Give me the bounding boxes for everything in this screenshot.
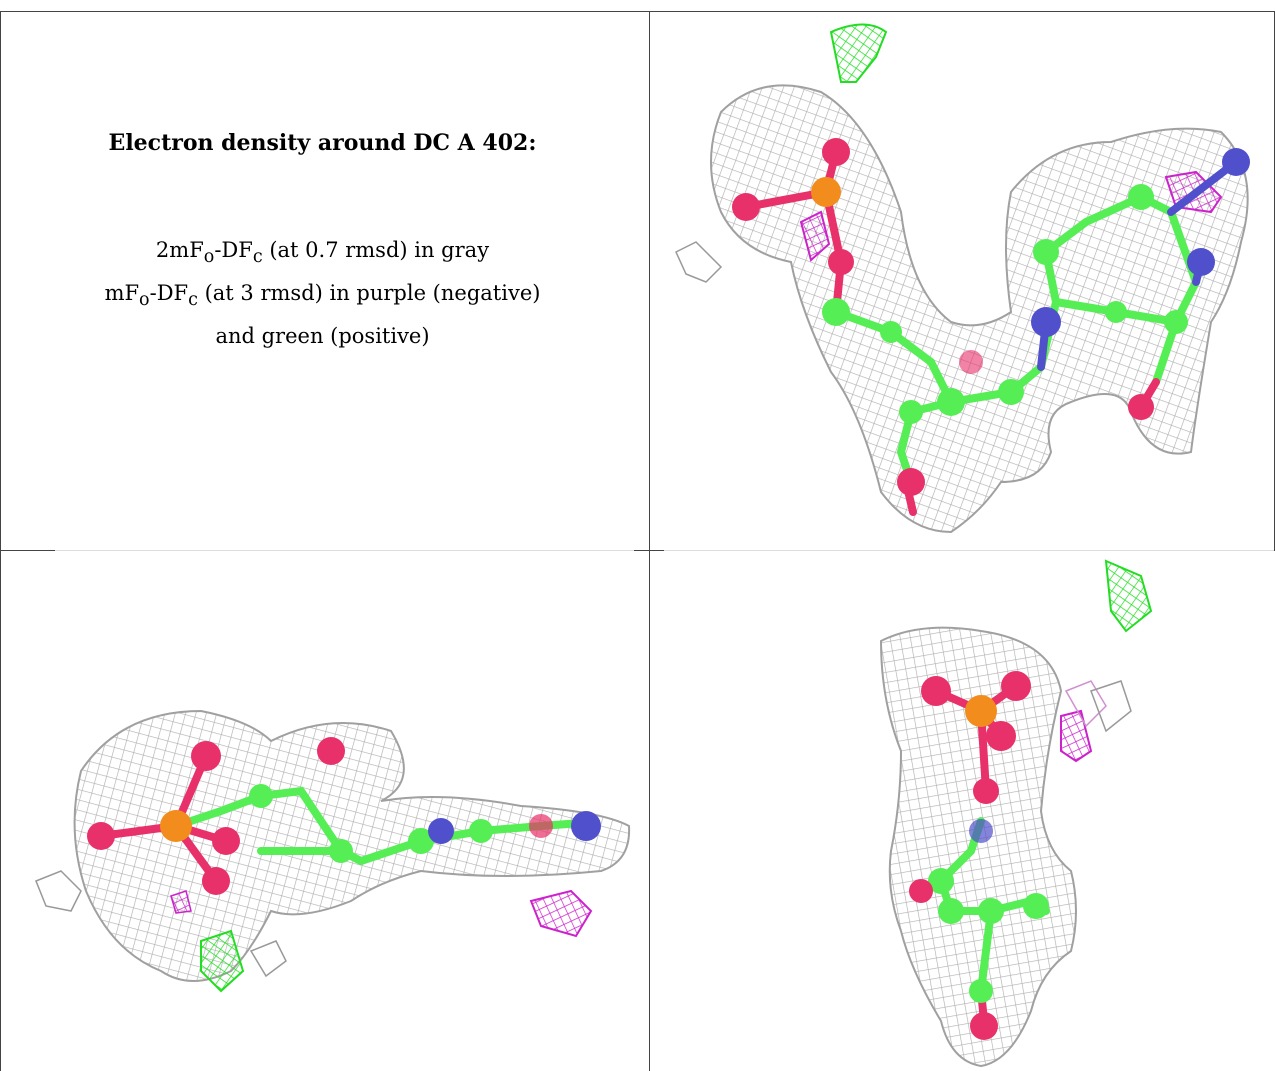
border-left bbox=[0, 11, 1, 1071]
molecule-mesh-icon bbox=[35, 709, 631, 993]
molecule-mesh-icon bbox=[675, 23, 1250, 534]
molecule-mesh-icon bbox=[879, 559, 1153, 1068]
caption-line-1: 2mFo-DFc (at 0.7 rmsd) in gray bbox=[155, 238, 490, 268]
caption-title: Electron density around DC A 402: bbox=[108, 130, 537, 156]
panel-bottom-left bbox=[1, 551, 648, 1071]
caption: Electron density around DC A 402: 2mFo-D… bbox=[20, 130, 625, 354]
border-top bbox=[0, 11, 1275, 12]
panel-top-right bbox=[651, 12, 1273, 549]
caption-line-3: and green (positive) bbox=[215, 324, 430, 349]
border-center bbox=[649, 11, 650, 1071]
panel-bottom-right bbox=[651, 551, 1273, 1071]
border-middle-left-tick bbox=[0, 550, 55, 551]
caption-line-2: mFo-DFc (at 3 rmsd) in purple (negative) bbox=[104, 281, 541, 311]
